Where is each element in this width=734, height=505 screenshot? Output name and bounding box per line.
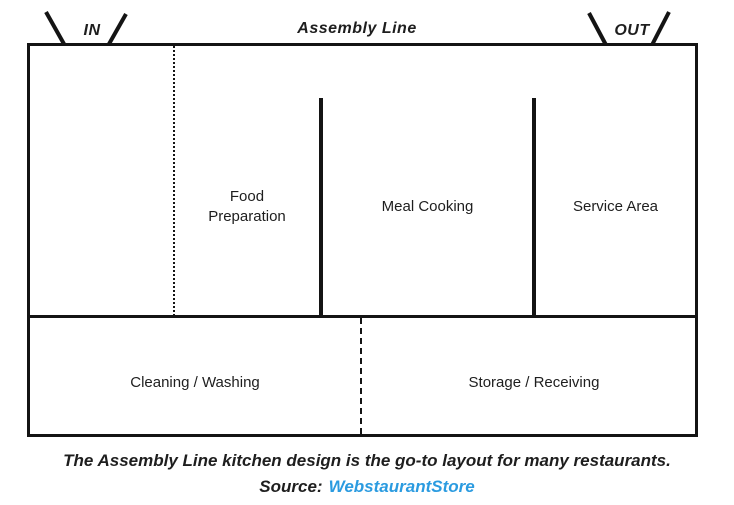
cleaning-storage-dashed-divider <box>360 318 362 434</box>
source-link[interactable]: WebstaurantStore <box>328 477 475 496</box>
zone-service-area: Service Area <box>572 198 659 215</box>
out-label: OUT <box>614 22 650 39</box>
zone-cleaning-washing: Cleaning / Washing <box>130 374 260 391</box>
caption-source: Source: WebstaurantStore <box>0 477 734 497</box>
in-label: IN <box>83 22 101 39</box>
zone-storage-receiving: Storage / Receiving <box>468 374 600 391</box>
diagram-title: Assembly Line <box>297 20 417 37</box>
upper-lower-section-divider <box>30 315 695 318</box>
caption-text: The Assembly Line kitchen design is the … <box>63 451 671 470</box>
zone-food-preparation: Food Preparation <box>208 188 286 226</box>
entry-zone-dotted-divider <box>173 46 175 316</box>
cooking-service-wall-divider <box>532 98 536 315</box>
out-door-left-slash-icon <box>587 12 608 46</box>
in-door-left-slash-icon <box>44 11 66 45</box>
source-label: Source: <box>259 477 323 496</box>
zone-meal-cooking: Meal Cooking <box>381 198 474 215</box>
kitchen-floor-plan-outline <box>27 43 698 437</box>
prep-cooking-wall-divider <box>319 98 323 315</box>
